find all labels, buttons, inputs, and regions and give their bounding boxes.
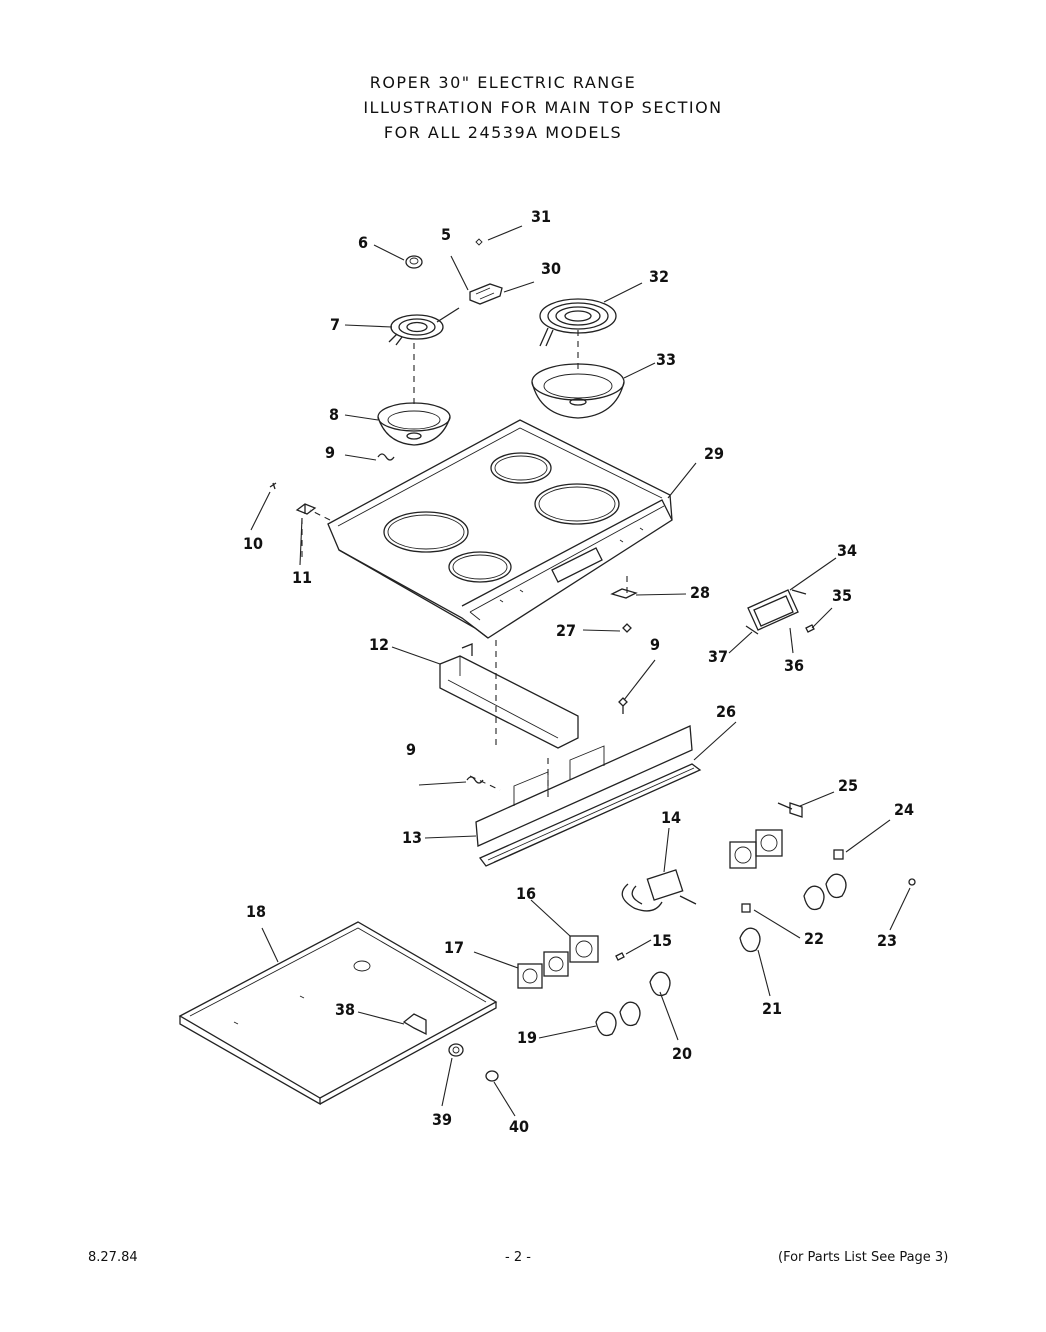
part-19-20-knobs: [595, 971, 671, 1037]
footer-parts-list-note: (For Parts List See Page 3): [778, 1250, 949, 1265]
callout-37: 37: [708, 647, 728, 666]
part-18-tray: [178, 921, 498, 1106]
part-15-screw: [615, 952, 625, 961]
part-11-bracket: [295, 503, 317, 515]
part-21-knob: [739, 927, 761, 953]
part-16-17-switches: [517, 935, 599, 989]
callout-10: 10: [243, 534, 263, 553]
part-38-bracket: [402, 1013, 427, 1036]
part-32-large-element: [539, 298, 617, 347]
part-28-plate: [610, 588, 638, 599]
footer-date: 8.27.84: [88, 1250, 138, 1265]
part-34-36-37-frame: [745, 589, 807, 635]
part-24-insert: [833, 849, 844, 860]
part-12-bracket: [439, 643, 579, 749]
callout-9b: 9: [650, 635, 660, 654]
leader-lines: [250, 225, 911, 1117]
part-23-clip: [908, 878, 916, 886]
callout-9a: 9: [325, 443, 335, 462]
callout-20: 20: [672, 1044, 692, 1063]
part-13-shield: [475, 725, 693, 847]
callout-9c: 9: [406, 740, 416, 759]
part-33-large-drip-bowl: [531, 363, 625, 419]
callout-25: 25: [838, 776, 858, 795]
callout-33: 33: [656, 350, 676, 369]
callout-31: 31: [531, 207, 551, 226]
callout-38: 38: [335, 1000, 355, 1019]
part-knobs-right: [803, 873, 847, 911]
part-25-switch: [777, 802, 803, 818]
callout-18: 18: [246, 902, 266, 921]
callout-17: 17: [444, 938, 464, 957]
part-9-clip-top: [377, 453, 395, 461]
callout-40: 40: [509, 1117, 529, 1136]
callout-29: 29: [704, 444, 724, 463]
footer-page-number: - 2 -: [505, 1250, 531, 1265]
callout-21: 21: [762, 999, 782, 1018]
assembly-centerlines: [301, 330, 628, 800]
callout-11: 11: [292, 568, 312, 587]
part-22-insert: [741, 903, 751, 913]
part-27-screw: [622, 623, 632, 633]
part-30-receptacle: [469, 283, 503, 305]
callout-8: 8: [329, 405, 339, 424]
part-9-clip-middle: [466, 776, 484, 784]
callout-36: 36: [784, 656, 804, 675]
callout-32: 32: [649, 267, 669, 286]
part-6-cap: [405, 255, 423, 269]
callout-28: 28: [690, 583, 710, 602]
callout-39: 39: [432, 1110, 452, 1129]
callout-7: 7: [330, 315, 340, 334]
callout-5: 5: [441, 225, 451, 244]
part-7-small-element: [388, 307, 460, 346]
callout-26: 26: [716, 702, 736, 721]
callout-12: 12: [369, 635, 389, 654]
title-line-3: FOR ALL 24539A MODELS: [383, 123, 623, 142]
callout-19: 19: [517, 1028, 537, 1047]
title-block: ROPER 30" ELECTRIC RANGE ILLUSTRATION FO…: [0, 70, 1046, 145]
part-switches-right: [729, 829, 783, 869]
callout-27: 27: [556, 621, 576, 640]
callout-16: 16: [516, 884, 536, 903]
title-line-2: ILLUSTRATION FOR MAIN TOP SECTION: [363, 98, 723, 117]
part-39-grommet: [448, 1043, 464, 1057]
callout-35: 35: [832, 586, 852, 605]
callout-15: 15: [652, 931, 672, 950]
callout-22: 22: [804, 929, 824, 948]
callout-numbers: 31 5 6 30 32 7 33 8 9 29 10 34 11 28 35 …: [243, 207, 914, 1136]
part-35-screw: [805, 624, 815, 633]
part-10-screw: [269, 482, 277, 490]
callout-30: 30: [541, 259, 561, 278]
callout-13: 13: [402, 828, 422, 847]
callout-23: 23: [877, 931, 897, 950]
callout-6: 6: [358, 233, 368, 252]
part-29-main-top: [327, 419, 673, 639]
part-31-screw: [475, 238, 483, 246]
callout-14: 14: [661, 808, 681, 827]
part-26-trim-strip: [478, 763, 702, 867]
part-14-timer: [621, 869, 697, 912]
callout-34: 34: [837, 541, 857, 560]
part-40-nut: [485, 1070, 499, 1082]
title-line-1: ROPER 30" ELECTRIC RANGE: [369, 73, 637, 92]
part-9-screw-middle: [618, 697, 628, 714]
part-8-small-drip-bowl: [377, 402, 451, 446]
callout-24: 24: [894, 800, 914, 819]
